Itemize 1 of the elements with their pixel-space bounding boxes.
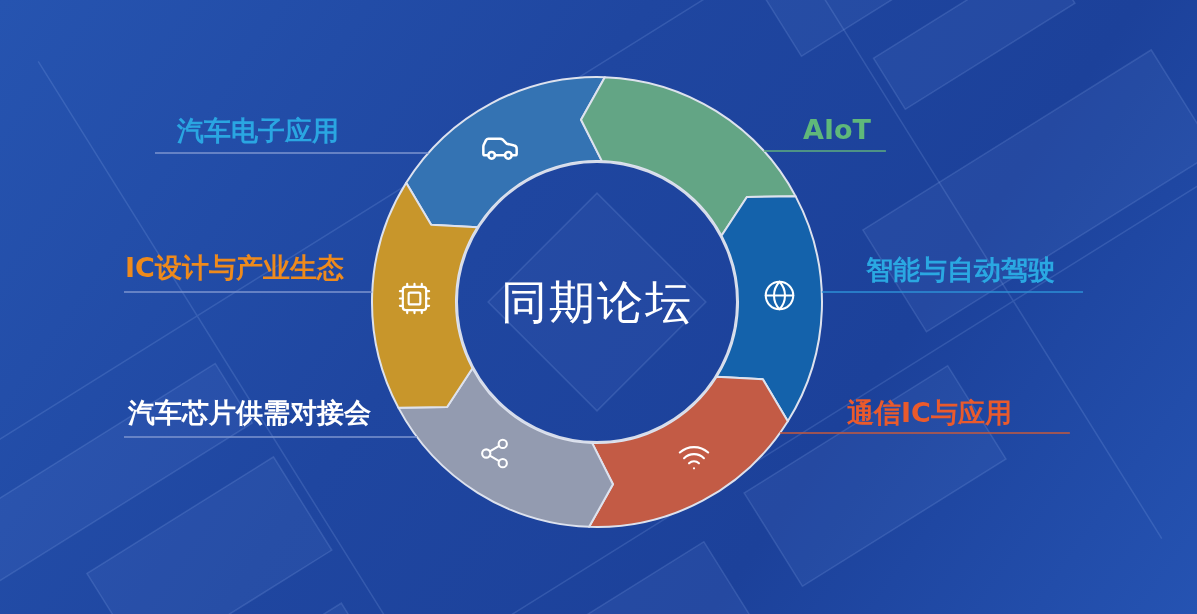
- center-title: 同期论坛: [501, 274, 693, 330]
